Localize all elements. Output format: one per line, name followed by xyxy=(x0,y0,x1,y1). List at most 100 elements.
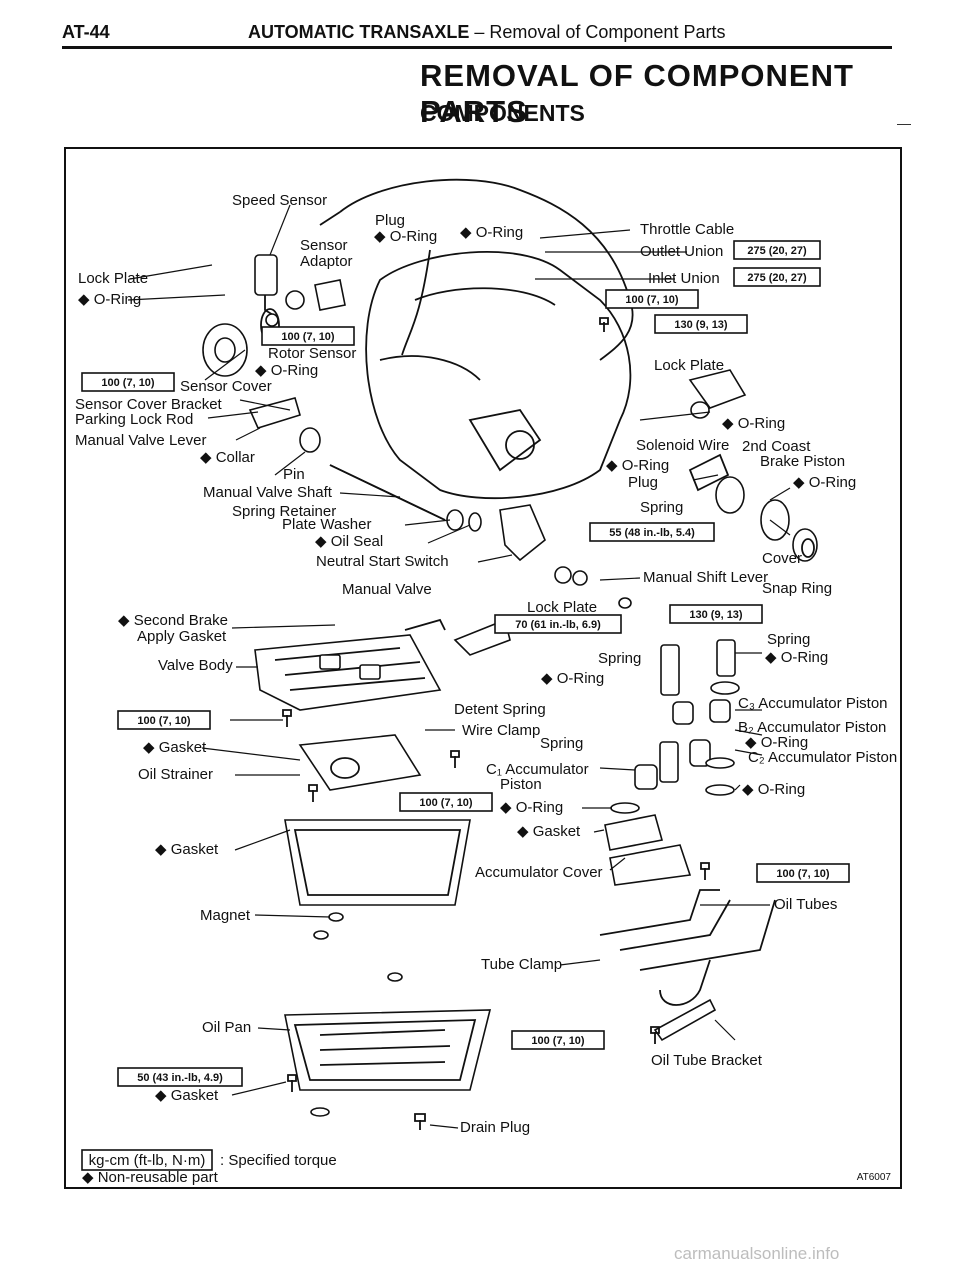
label-magnet: Magnet xyxy=(200,907,251,924)
label-valve-body: Valve Body xyxy=(158,657,233,674)
legend-torque-unit: kg-cm (ft-lb, N·m) xyxy=(89,1152,206,1169)
label-neutral-start-switch: Neutral Start Switch xyxy=(316,553,449,570)
transaxle-case xyxy=(365,249,632,500)
label-manual-shift-lever: Manual Shift Lever xyxy=(643,569,768,586)
torque-spec-rotor-bolt: 100 (7, 10) xyxy=(261,326,355,346)
bolts xyxy=(282,317,710,1130)
label-gasket-drain: ◆ Gasket xyxy=(155,1087,219,1104)
torque-spec-accumulator-cover-bolt: 100 (7, 10) xyxy=(756,863,850,883)
header-rule xyxy=(62,46,892,49)
label-sensor-adaptor-line2: Adaptor xyxy=(300,253,353,270)
torque-spec-strainer-bolt: 100 (7, 10) xyxy=(399,792,493,812)
running-header: AUTOMATIC TRANSAXLE – Removal of Compone… xyxy=(248,22,725,43)
header-separator: – xyxy=(469,22,490,42)
label-spring-retainer: Spring Retainer xyxy=(232,503,336,520)
legend-nonreusable: ◆ Non-reusable part xyxy=(82,1169,219,1186)
label-plug-mid: Plug xyxy=(628,474,658,491)
torque-spec-lock-plate-nut: 70 (61 in.-lb, 6.9) xyxy=(494,614,622,634)
label-c1-piston-line2: Piston xyxy=(500,776,542,793)
svg-text:130 (9, 13): 130 (9, 13) xyxy=(689,609,743,621)
throttle-cable xyxy=(319,178,634,361)
valve-body xyxy=(254,618,446,791)
svg-text:275 (20, 27): 275 (20, 27) xyxy=(747,245,807,257)
label-sensor-cover-bracket: Sensor Cover Bracket xyxy=(75,396,223,413)
label-second-brake-line2: Apply Gasket xyxy=(137,628,227,645)
figure-code: AT6007 xyxy=(857,1172,892,1183)
label-oring-plug-mid: ◆ O-Ring xyxy=(606,457,669,474)
label-c2-piston: C₂ Accumulator Piston xyxy=(748,749,897,766)
label-spring-low: Spring xyxy=(540,735,583,752)
label-manual-valve-shaft: Manual Valve Shaft xyxy=(203,484,333,501)
label-oil-seal: ◆ Oil Seal xyxy=(315,533,383,550)
torque-spec-valve-body-bolt: 100 (7, 10) xyxy=(117,710,211,730)
svg-text:70 (61 in.-lb, 6.9): 70 (61 in.-lb, 6.9) xyxy=(515,619,601,631)
svg-text:50 (43 in.-lb, 4.9): 50 (43 in.-lb, 4.9) xyxy=(137,1072,223,1084)
svg-text:100 (7, 10): 100 (7, 10) xyxy=(776,868,830,880)
label-collar: ◆ Collar xyxy=(200,449,255,466)
diagram-frame xyxy=(64,147,902,1189)
torque-spec-switch-bolt: 55 (48 in.-lb, 5.4) xyxy=(589,522,715,542)
label-rotor-sensor: Rotor Sensor xyxy=(268,345,356,362)
torque-spec-union-bolt: 100 (7, 10) xyxy=(605,289,699,309)
label-parking-lock-rod: Parking Lock Rod xyxy=(75,411,193,428)
label-oring-c2: ◆ O-Ring xyxy=(742,781,805,798)
speed-sensor-assembly xyxy=(202,254,346,377)
label-throttle-cable: Throttle Cable xyxy=(640,221,734,238)
label-oring-rotor: ◆ O-Ring xyxy=(255,362,318,379)
svg-text:100 (7, 10): 100 (7, 10) xyxy=(281,331,335,343)
svg-text:55 (48 in.-lb, 5.4): 55 (48 in.-lb, 5.4) xyxy=(609,527,695,539)
label-wire-clamp: Wire Clamp xyxy=(462,722,540,739)
section-subtitle: COMPONENTS xyxy=(420,100,585,126)
label-oring-c3: ◆ O-Ring xyxy=(765,649,828,666)
label-oring-plug-top: ◆ O-Ring xyxy=(374,228,437,245)
label-c3-piston: C₃ Accumulator Piston xyxy=(738,695,888,712)
oil-strainer-and-pan xyxy=(284,819,492,1117)
label-oil-pan: Oil Pan xyxy=(202,1019,251,1036)
torque-spec-outlet-union: 275 (20, 27) xyxy=(733,240,821,260)
torque-spec-shift-lever-nut: 130 (9, 13) xyxy=(669,604,763,624)
label-outlet-union: Outlet Union xyxy=(640,243,723,260)
leader-lines xyxy=(127,204,791,1129)
solenoid-and-brake-piston xyxy=(688,369,818,562)
torque-spec-sensor-bolt: 100 (7, 10) xyxy=(81,372,175,392)
torque-spec-solenoid-bolt: 130 (9, 13) xyxy=(654,314,748,334)
label-oring-union: ◆ O-Ring xyxy=(460,224,523,241)
svg-text:100 (7, 10): 100 (7, 10) xyxy=(419,797,473,809)
label-plug: Plug xyxy=(375,212,405,229)
svg-text:100 (7, 10): 100 (7, 10) xyxy=(531,1035,585,1047)
label-pin: Pin xyxy=(283,466,305,483)
label-lock-plate-right: Lock Plate xyxy=(654,357,724,374)
label-oring-left: ◆ O-Ring xyxy=(78,291,141,308)
legend-torque-description: : Specified torque xyxy=(220,1152,337,1169)
page-number: AT-44 xyxy=(62,22,110,42)
label-speed-sensor: Speed Sensor xyxy=(232,192,327,209)
label-detent-spring: Detent Spring xyxy=(454,701,546,718)
label-gasket-valve-body: ◆ Gasket xyxy=(143,739,207,756)
label-gasket-accumulator: ◆ Gasket xyxy=(517,823,581,840)
label-spring-right: Spring xyxy=(640,499,683,516)
label-cover: Cover xyxy=(762,550,802,567)
margin-mark xyxy=(897,124,911,125)
svg-text:100 (7, 10): 100 (7, 10) xyxy=(101,377,155,389)
label-c1-piston-line1: C₁ Accumulator xyxy=(486,761,589,778)
label-oring-solenoid: ◆ O-Ring xyxy=(722,415,785,432)
label-oring-brake: ◆ O-Ring xyxy=(793,474,856,491)
torque-spec-bracket-bolt: 100 (7, 10) xyxy=(511,1030,605,1050)
label-inlet-union: Inlet Union xyxy=(648,270,720,287)
label-b2-piston: B₂ Accumulator Piston xyxy=(738,719,886,736)
label-lock-plate-mid: Lock Plate xyxy=(527,599,597,616)
label-snap-ring: Snap Ring xyxy=(762,580,832,597)
page-title: REMOVAL OF COMPONENT PARTS xyxy=(420,58,854,129)
svg-text:130 (9, 13): 130 (9, 13) xyxy=(674,319,728,331)
header-topic: Removal of Component Parts xyxy=(489,22,726,42)
label-sensor-adaptor-line1: Sensor xyxy=(300,237,348,254)
oil-tubes xyxy=(599,889,776,1042)
label-second-brake-line1: ◆ Second Brake xyxy=(118,612,228,629)
label-oil-tube-bracket: Oil Tube Bracket xyxy=(651,1052,763,1069)
label-lock-plate-left: Lock Plate xyxy=(78,270,148,287)
label-oring-mid: ◆ O-Ring xyxy=(541,670,604,687)
label-sensor-cover: Sensor Cover xyxy=(180,378,272,395)
label-accumulator-cover: Accumulator Cover xyxy=(475,864,603,881)
accumulator-pistons xyxy=(604,639,740,886)
